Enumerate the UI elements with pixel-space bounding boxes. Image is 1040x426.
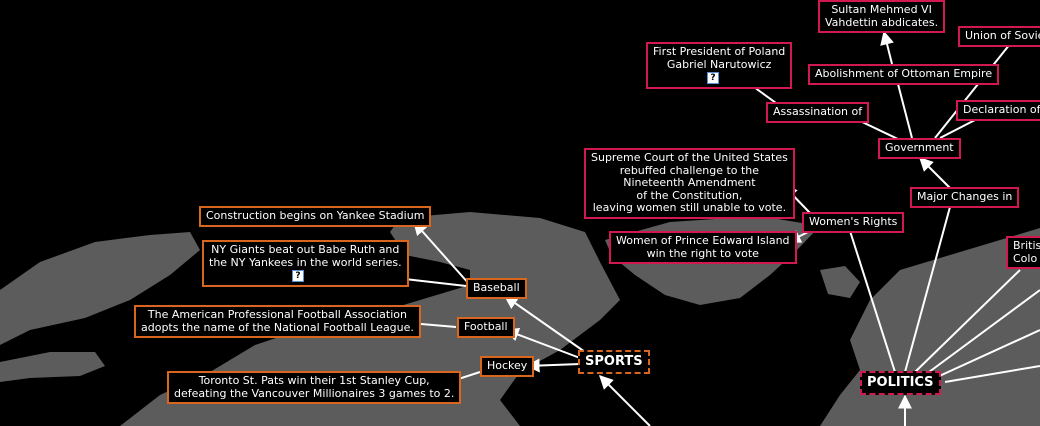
event-sultan-abdicates[interactable]: Sultan Mehmed VI Vahdettin abdicates. [818, 0, 946, 33]
event-nfl-line-2: adopts the name of the National Football… [141, 320, 414, 334]
event-supreme-line-3: Nineteenth Amendment [623, 176, 756, 189]
category-declaration[interactable]: Declaration of [956, 100, 1040, 121]
hub-politics[interactable]: POLITICS [860, 371, 941, 395]
category-hockey[interactable]: Hockey [480, 356, 535, 377]
event-supreme-line-1: Supreme Court of the United States [591, 151, 788, 164]
landmass-arctic-islands [0, 232, 200, 345]
event-stanley-cup-line-1: Toronto St. Pats win their 1st Stanley C… [198, 374, 430, 387]
event-supreme-line-4: of the Constitution, [636, 188, 743, 202]
note-icon[interactable]: ? [707, 72, 719, 84]
event-stanley-cup-line-2: defeating the Vancouver Millionaires 3 g… [174, 386, 455, 400]
event-sultan-line-2: Vahdettin abdicates. [825, 15, 939, 29]
event-supreme-line-2: rebuffed challenge to the [619, 163, 760, 177]
event-sultan-line-1: Sultan Mehmed VI [831, 3, 932, 16]
event-ny-giants[interactable]: NY Giants beat out Babe Ruth and the NY … [202, 240, 409, 287]
hub-sports[interactable]: SPORTS [578, 350, 650, 374]
event-british-line-1: Britis [1013, 239, 1040, 252]
event-union-of-soviet[interactable]: Union of Soviet [958, 26, 1040, 47]
event-ny-giants-line-2: the NY Yankees in the world series. [209, 255, 402, 269]
landmass-island-east [820, 266, 860, 298]
event-poland-line-2: Gabriel Narutowicz [666, 57, 772, 71]
event-british-line-2: Colo [1013, 251, 1038, 265]
event-pei-line-1: Women of Prince Edward Island [616, 234, 790, 247]
category-womens-rights[interactable]: Women's Rights [802, 212, 905, 233]
category-government[interactable]: Government [878, 138, 961, 159]
event-supreme-line-5: leaving women still unable to vote. [592, 201, 787, 214]
event-prince-edward-island[interactable]: Women of Prince Edward Island win the ri… [609, 231, 797, 264]
category-assassination[interactable]: Assassination of [766, 102, 870, 123]
event-pei-line-2: win the right to vote [646, 246, 759, 260]
event-ottoman-abolishment[interactable]: Abolishment of Ottoman Empire [808, 64, 1000, 85]
event-nfl[interactable]: The American Professional Football Assoc… [134, 305, 421, 338]
event-president-poland[interactable]: First President of Poland Gabriel Naruto… [646, 42, 793, 89]
event-yankee-stadium[interactable]: Construction begins on Yankee Stadium [199, 206, 432, 227]
category-baseball[interactable]: Baseball [466, 278, 527, 299]
category-major-changes[interactable]: Major Changes in [910, 187, 1020, 208]
event-poland-line-1: First President of Poland [653, 45, 786, 58]
event-nfl-line-1: The American Professional Football Assoc… [147, 308, 407, 321]
note-icon[interactable]: ? [292, 270, 304, 282]
event-ny-giants-line-1: NY Giants beat out Babe Ruth and [211, 243, 400, 256]
landmass-alaska [0, 352, 105, 382]
event-british-colonies[interactable]: Britis Colo [1006, 236, 1040, 269]
category-football[interactable]: Football [457, 317, 515, 338]
event-supreme-court[interactable]: Supreme Court of the United States rebuf… [584, 148, 795, 219]
event-stanley-cup[interactable]: Toronto St. Pats win their 1st Stanley C… [167, 371, 462, 404]
